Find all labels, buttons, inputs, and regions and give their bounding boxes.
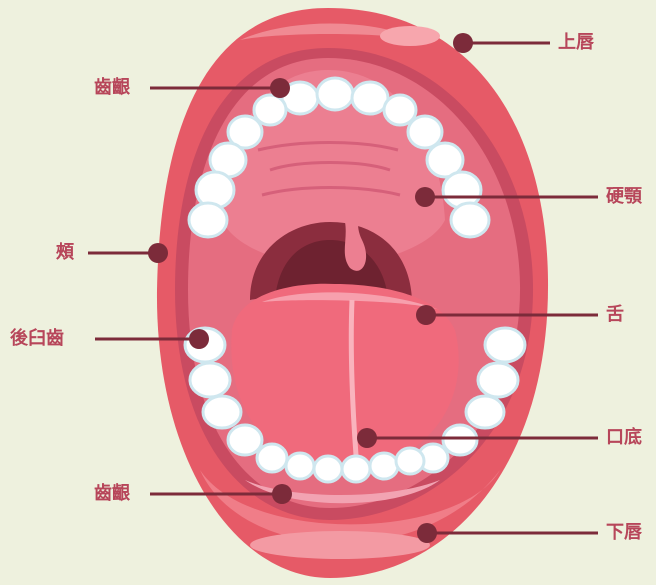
label-cheek: 頰 (56, 243, 74, 263)
label-tongue: 舌 (606, 305, 624, 325)
label-upper-lip: 上唇 (558, 33, 594, 53)
label-gums-lower: 齒齦 (94, 484, 130, 504)
label-hard-palate: 硬顎 (606, 187, 642, 207)
label-lower-lip: 下唇 (606, 523, 642, 543)
label-gums-upper: 齒齦 (94, 78, 130, 98)
upper-lip-shine (380, 26, 440, 46)
lower-lip-shine (250, 531, 430, 559)
label-molar: 後臼齒 (10, 329, 64, 349)
label-mouth-floor: 口底 (606, 428, 642, 448)
